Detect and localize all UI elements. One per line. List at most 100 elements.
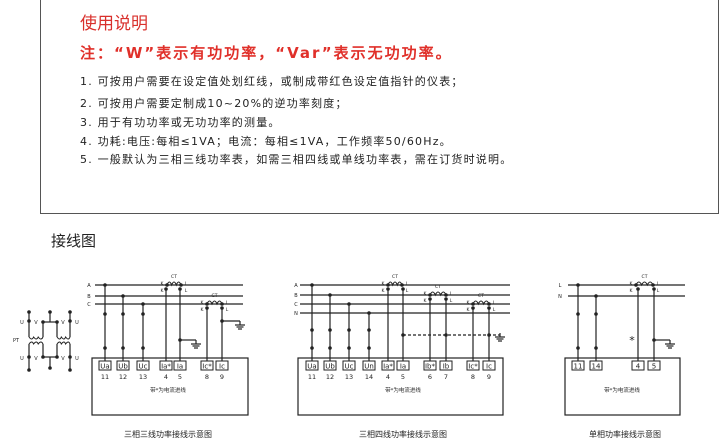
diagram-label: CT bbox=[435, 284, 441, 290]
junction-dot bbox=[121, 312, 125, 316]
terminal-label: 4 bbox=[636, 363, 641, 371]
junction-dot bbox=[205, 306, 209, 310]
diagram-label: V bbox=[61, 356, 65, 362]
terminal-number: 5 bbox=[178, 373, 182, 381]
diagram-label: K bbox=[161, 288, 165, 294]
junction-dot bbox=[141, 312, 145, 316]
terminal-box bbox=[200, 360, 214, 371]
junction-dot bbox=[310, 328, 314, 332]
instruction-item: 4. 功耗:电压:每相≤1VA；电流：每相≤1VA，工作频率50/60Hz。 bbox=[80, 135, 452, 148]
diagram-label: K bbox=[201, 300, 205, 306]
diagram-label: CT bbox=[392, 274, 398, 280]
junction-dot bbox=[367, 346, 371, 350]
junction-dot bbox=[178, 338, 182, 342]
terminal-number: 12 bbox=[326, 373, 334, 381]
junction-dot bbox=[328, 293, 332, 297]
junction-dot bbox=[634, 283, 638, 287]
ct-coil bbox=[166, 281, 182, 287]
terminal-box bbox=[159, 360, 173, 371]
terminal-number: 12 bbox=[119, 373, 127, 381]
instructions-note: 注：“W”表示有功功率，“Var”表示无功功率。 bbox=[80, 44, 453, 62]
diagram-label: L bbox=[493, 307, 496, 313]
diagram-label: U bbox=[75, 320, 79, 326]
terminal-box bbox=[136, 360, 150, 371]
junction-dot bbox=[651, 283, 655, 287]
junction-dot bbox=[178, 287, 182, 291]
diagram-label: CT bbox=[212, 293, 218, 299]
diagram-label: N bbox=[294, 311, 298, 317]
diagram-label: L bbox=[450, 298, 453, 304]
junction-dot bbox=[310, 346, 314, 350]
terminal-label: Ic* bbox=[202, 363, 212, 371]
diagram-label: A bbox=[87, 283, 91, 289]
junction-dot bbox=[55, 320, 59, 324]
junction-dot bbox=[328, 328, 332, 332]
instruction-item: 2. 可按用户需要定制成10~20%的逆功率刻度； bbox=[80, 97, 348, 110]
terminal-number: 13 bbox=[345, 373, 353, 381]
instruction-item: 5. 一般默认为三相三线功率表，如需三相四线或单线功率表，需在订货时说明。 bbox=[80, 153, 513, 166]
terminal-number: 13 bbox=[139, 373, 147, 381]
diagram-label: V bbox=[34, 356, 38, 362]
terminal-box bbox=[571, 360, 585, 371]
junction-dot bbox=[103, 346, 107, 350]
terminal-number: 11 bbox=[308, 373, 316, 381]
junction-dot bbox=[444, 293, 448, 297]
pt-coil bbox=[28, 335, 71, 340]
junction-dot bbox=[347, 346, 351, 350]
meter-box-1 bbox=[91, 357, 249, 416]
diagram-label: L bbox=[226, 300, 229, 306]
terminal-box bbox=[631, 360, 645, 371]
terminal-label: Un bbox=[364, 363, 374, 371]
instructions-title: 使用说明 bbox=[80, 14, 148, 34]
diagram-label: CT bbox=[171, 274, 177, 280]
terminal-label: Uc bbox=[345, 363, 354, 371]
junction-dot bbox=[220, 306, 224, 310]
diagram-label: C bbox=[294, 302, 298, 308]
diagram-label: K bbox=[424, 298, 428, 304]
junction-dot bbox=[27, 355, 31, 359]
junction-dot bbox=[487, 333, 491, 337]
terminal-label: Ic bbox=[486, 363, 492, 371]
current-input-marker: * bbox=[629, 334, 635, 347]
terminal-label: Ia* bbox=[161, 363, 171, 371]
terminal-box bbox=[439, 360, 453, 371]
junction-dot bbox=[141, 302, 145, 306]
diagram-label: CT bbox=[642, 274, 648, 280]
diagram-label: V bbox=[34, 320, 38, 326]
terminal-box bbox=[342, 360, 356, 371]
diagram-label: L bbox=[185, 288, 188, 294]
junction-dot bbox=[328, 346, 332, 350]
junction-dot bbox=[576, 283, 580, 287]
junction-dot bbox=[48, 366, 52, 370]
terminal-number: 5 bbox=[401, 373, 405, 381]
instruction-item: 1. 可按用户需要在设定值处划红线，或制成带红色设定值指针的仪表； bbox=[80, 75, 464, 88]
terminal-label: 11 bbox=[574, 363, 583, 371]
terminal-number: 8 bbox=[205, 373, 209, 381]
terminal-box bbox=[173, 360, 187, 371]
junction-dot bbox=[386, 283, 390, 287]
terminal-box bbox=[323, 360, 337, 371]
current-input-note: 带*为电流进线 bbox=[604, 386, 640, 394]
meter-box-3 bbox=[564, 357, 681, 416]
junction-dot bbox=[27, 319, 31, 323]
diagram-label: B bbox=[87, 294, 91, 300]
junction-dot bbox=[68, 368, 72, 372]
diagram-label: K bbox=[424, 291, 428, 297]
ct-coil bbox=[387, 281, 403, 287]
terminal-number: 11 bbox=[101, 373, 109, 381]
ct-coil bbox=[472, 300, 490, 306]
junction-dot bbox=[121, 294, 125, 298]
terminal-box bbox=[215, 360, 229, 371]
terminal-box bbox=[589, 360, 603, 371]
junction-dot bbox=[401, 287, 405, 291]
junction-dot bbox=[400, 283, 404, 287]
terminal-label: Ua bbox=[307, 363, 316, 371]
junction-dot bbox=[576, 312, 580, 316]
diagram-label: CT bbox=[478, 293, 484, 299]
junction-dot bbox=[41, 355, 45, 359]
terminal-number: 8 bbox=[471, 373, 475, 381]
diagram-label: PT bbox=[13, 338, 20, 344]
diagram-label: U bbox=[75, 356, 79, 362]
terminal-box bbox=[466, 360, 480, 371]
